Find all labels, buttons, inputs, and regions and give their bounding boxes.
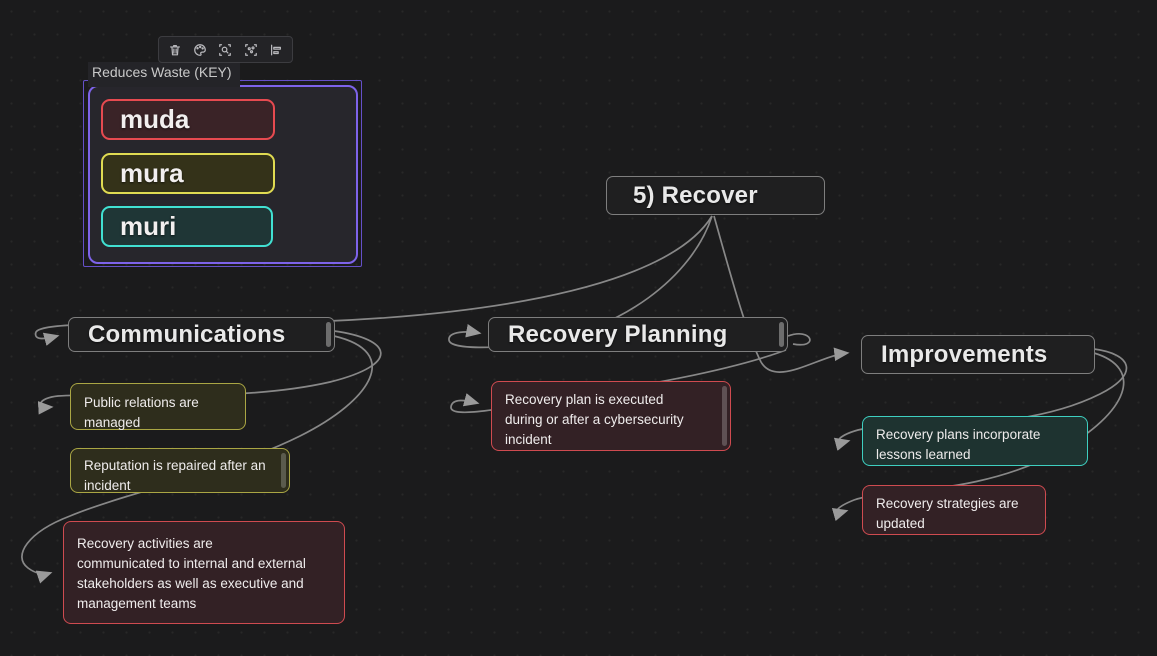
ungroup-nodes-icon[interactable] xyxy=(241,40,261,60)
node-lessons-learned[interactable]: Recovery plans incorporate lessons learn… xyxy=(862,416,1088,466)
node-scroll-indicator[interactable] xyxy=(779,322,784,347)
card-muri[interactable]: muri xyxy=(101,206,273,247)
selection-toolbar xyxy=(158,36,293,63)
card-line: Public relations are xyxy=(84,395,199,410)
card-line: incident xyxy=(84,478,131,493)
zoom-to-selection-icon[interactable] xyxy=(215,40,235,60)
node-scroll-indicator[interactable] xyxy=(722,386,727,446)
card-line: Recovery activities are xyxy=(77,536,213,551)
card-line: managed xyxy=(84,415,141,430)
color-palette-icon[interactable] xyxy=(190,40,210,60)
card-muda-label: muda xyxy=(120,104,190,134)
node-recovery-plan-executed[interactable]: Recovery plan is executed during or afte… xyxy=(491,381,731,451)
card-line: Recovery plans incorporate xyxy=(876,427,1041,442)
node-reputation[interactable]: Reputation is repaired after an incident xyxy=(70,448,290,493)
node-scroll-indicator[interactable] xyxy=(326,322,331,347)
node-communications-label: Communications xyxy=(88,320,286,348)
node-recovery-planning-label: Recovery Planning xyxy=(508,320,728,348)
card-line: during or after a cybersecurity xyxy=(505,412,684,427)
card-muri-label: muri xyxy=(120,211,177,241)
card-line: updated xyxy=(876,516,925,531)
card-line: Reputation is repaired after an xyxy=(84,458,266,473)
card-line: Recovery strategies are xyxy=(876,496,1019,511)
node-recover[interactable]: 5) Recover xyxy=(606,176,825,215)
card-line: stakeholders as well as executive and xyxy=(77,576,304,591)
node-improvements-label: Improvements xyxy=(881,340,1048,368)
node-strategies-updated[interactable]: Recovery strategies are updated xyxy=(862,485,1046,535)
node-recovery-planning[interactable]: Recovery Planning xyxy=(488,317,788,352)
card-line: communicated to internal and external xyxy=(77,556,306,571)
card-muda[interactable]: muda xyxy=(101,99,275,140)
card-line: incident xyxy=(505,432,552,447)
node-recovery-activities[interactable]: Recovery activities are communicated to … xyxy=(63,521,345,624)
card-mura[interactable]: mura xyxy=(101,153,275,194)
card-line: lessons learned xyxy=(876,447,971,462)
node-recover-label: 5) Recover xyxy=(633,181,758,209)
group-label[interactable]: Reduces Waste (KEY) xyxy=(88,62,240,87)
node-scroll-indicator[interactable] xyxy=(281,453,286,488)
card-mura-label: mura xyxy=(120,158,184,188)
node-public-relations[interactable]: Public relations are managed xyxy=(70,383,246,430)
card-line: management teams xyxy=(77,596,197,611)
card-line: Recovery plan is executed xyxy=(505,392,664,407)
node-communications[interactable]: Communications xyxy=(68,317,335,352)
delete-icon[interactable] xyxy=(165,40,185,60)
node-improvements[interactable]: Improvements xyxy=(861,335,1095,374)
align-left-icon[interactable] xyxy=(266,40,286,60)
